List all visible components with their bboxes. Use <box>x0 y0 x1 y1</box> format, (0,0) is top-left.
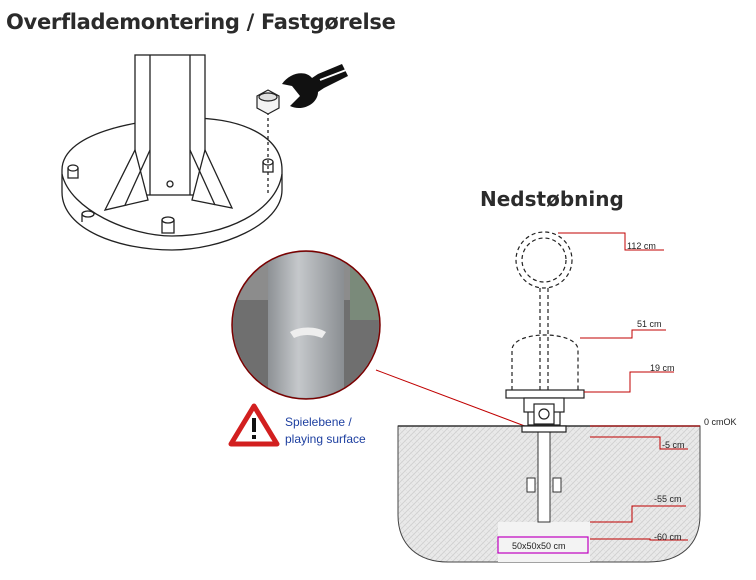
dim-block: 50x50x50 cm <box>512 541 566 551</box>
detail-leader-line <box>375 369 531 429</box>
dim-minus-55: -55 cm <box>654 494 682 504</box>
dim-minus-5: -5 cm <box>662 440 685 450</box>
surface-mount-title: Overflademontering / Fastgørelse <box>6 10 396 34</box>
caption-line-2: playing surface <box>285 432 366 446</box>
dim-51: 51 cm <box>637 319 662 329</box>
dim-0: 0 cmOK <box>704 417 737 427</box>
block-size-box <box>497 536 589 554</box>
detail-photo <box>231 250 381 400</box>
dim-minus-60: -60 cm <box>654 532 682 542</box>
embed-title: Nedstøbning <box>480 187 624 211</box>
warning-icon <box>228 403 280 447</box>
nut-icon <box>256 89 280 115</box>
dim-19: 19 cm <box>650 363 675 373</box>
dim-112: 112 cm <box>627 241 656 251</box>
post-assembly <box>505 231 585 433</box>
playing-surface-caption: Spielebene / playing surface <box>285 414 366 448</box>
base-plate-drawing <box>61 54 283 251</box>
caption-line-1: Spielebene / <box>285 415 352 429</box>
dimension-leaders <box>558 232 700 541</box>
wrench-icon <box>282 64 348 109</box>
